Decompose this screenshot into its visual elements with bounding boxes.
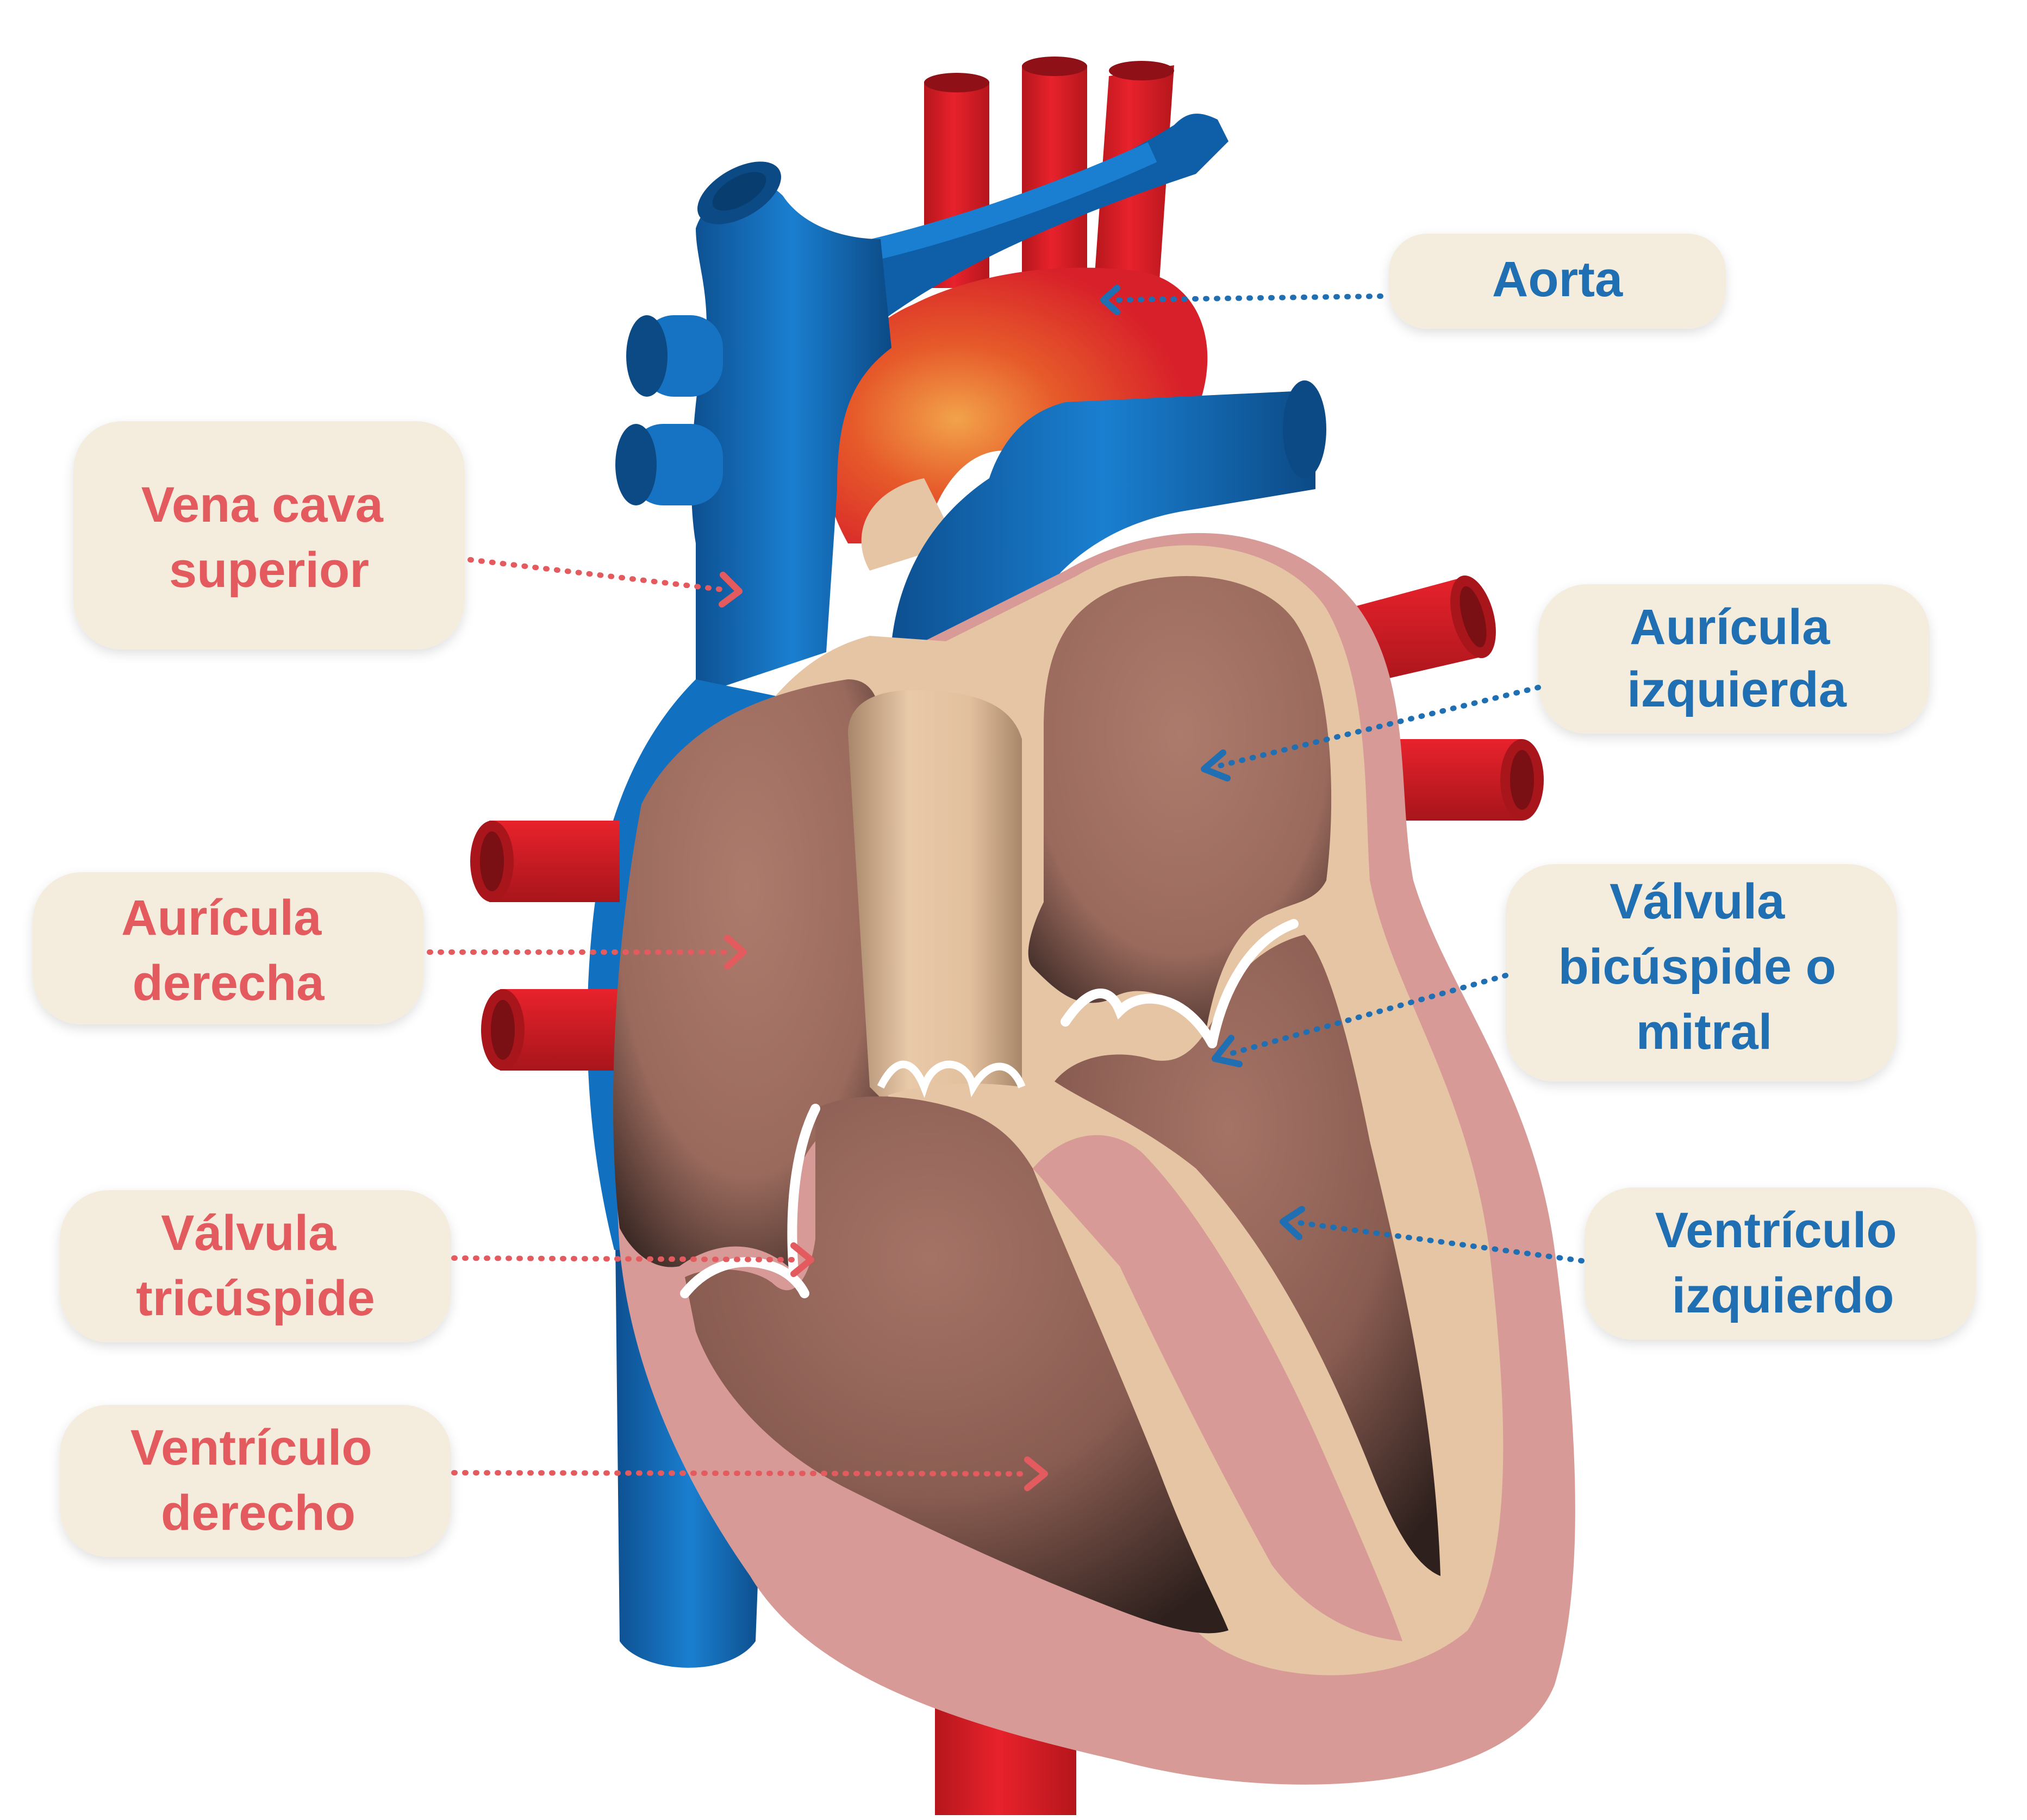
arrow-valvula-tricuspide [790,1242,814,1277]
pulmonary-veins-left [470,821,620,1071]
label-auricula-derecha: Aurícula derecha [33,872,747,1024]
label-aorta-text: Aorta [1492,252,1623,307]
label-valvula-tricuspide-text: Válvula tricúspide [136,1205,375,1326]
leader-ventriculo-izquierdo [1296,1220,1585,1264]
tricuspid-valve-leaflet [680,1257,809,1298]
arrow-valvula-mitral [1212,1035,1243,1067]
left-ventricle-chamber [1055,935,1440,1576]
label-vena-cava-text: Vena cava superior [141,477,397,598]
left-atrium-chamber [1028,576,1332,1027]
label-auricula-derecha-text: Aurícula derecha [121,890,335,1011]
label-valvula-mitral-text: Válvula bicúspide o mitral [1558,874,1850,1060]
arrow-auricula-izquierda [1201,749,1231,781]
leader-aorta [1112,293,1383,303]
label-auricula-izquierda-box [1538,584,1930,734]
aorta-vessel [821,267,1208,543]
label-ventriculo-izquierdo: Ventrículo izquierdo [1280,1187,1976,1340]
label-auricula-izquierda: Aurícula izquierda [1201,584,1930,781]
label-aorta-box [1389,234,1726,329]
arrow-auricula-derecha [724,935,747,970]
pulmonary-trunk-column [848,690,1022,1098]
label-aorta: Aorta [1100,234,1726,329]
label-ventriculo-derecho-box [60,1405,451,1557]
label-valvula-tricuspide: Válvula tricúspide [60,1190,814,1342]
label-valvula-mitral-box [1506,864,1897,1081]
label-ventriculo-izquierdo-text: Ventrículo izquierdo [1655,1203,1911,1323]
label-vena-cava-box [73,421,465,649]
heart-illustration [470,57,1575,1815]
arrow-ventriculo-derecho [1024,1456,1048,1491]
label-ventriculo-derecho: Ventrículo derecho [60,1405,1048,1557]
right-ventricle-chamber [685,1096,1228,1634]
label-valvula-tricuspide-box [60,1190,451,1342]
label-vena-cava-superior: Vena cava superior [73,421,743,649]
superior-vena-cava-vessel [691,182,891,696]
leader-vena-cava [467,557,726,592]
label-ventriculo-izquierdo-box [1585,1187,1976,1340]
leader-ventriculo-derecho [451,1470,1030,1477]
mitral-valve-leaflet [1061,989,1217,1048]
label-valvula-mitral: Válvula bicúspide o mitral [1212,864,1897,1081]
leader-valvula-tricuspide [451,1255,796,1262]
arrow-vena-cava [719,572,743,608]
leader-auricula-izquierda [1215,685,1541,769]
arrow-aorta [1100,285,1120,315]
arrow-ventriculo-izquierdo [1280,1206,1305,1240]
label-auricula-izquierda-text: Aurícula izquierda [1627,599,1847,717]
leader-valvula-mitral [1226,973,1508,1057]
label-ventriculo-derecho-text: Ventrículo derecho [130,1420,386,1541]
label-auricula-derecha-box [33,872,424,1024]
